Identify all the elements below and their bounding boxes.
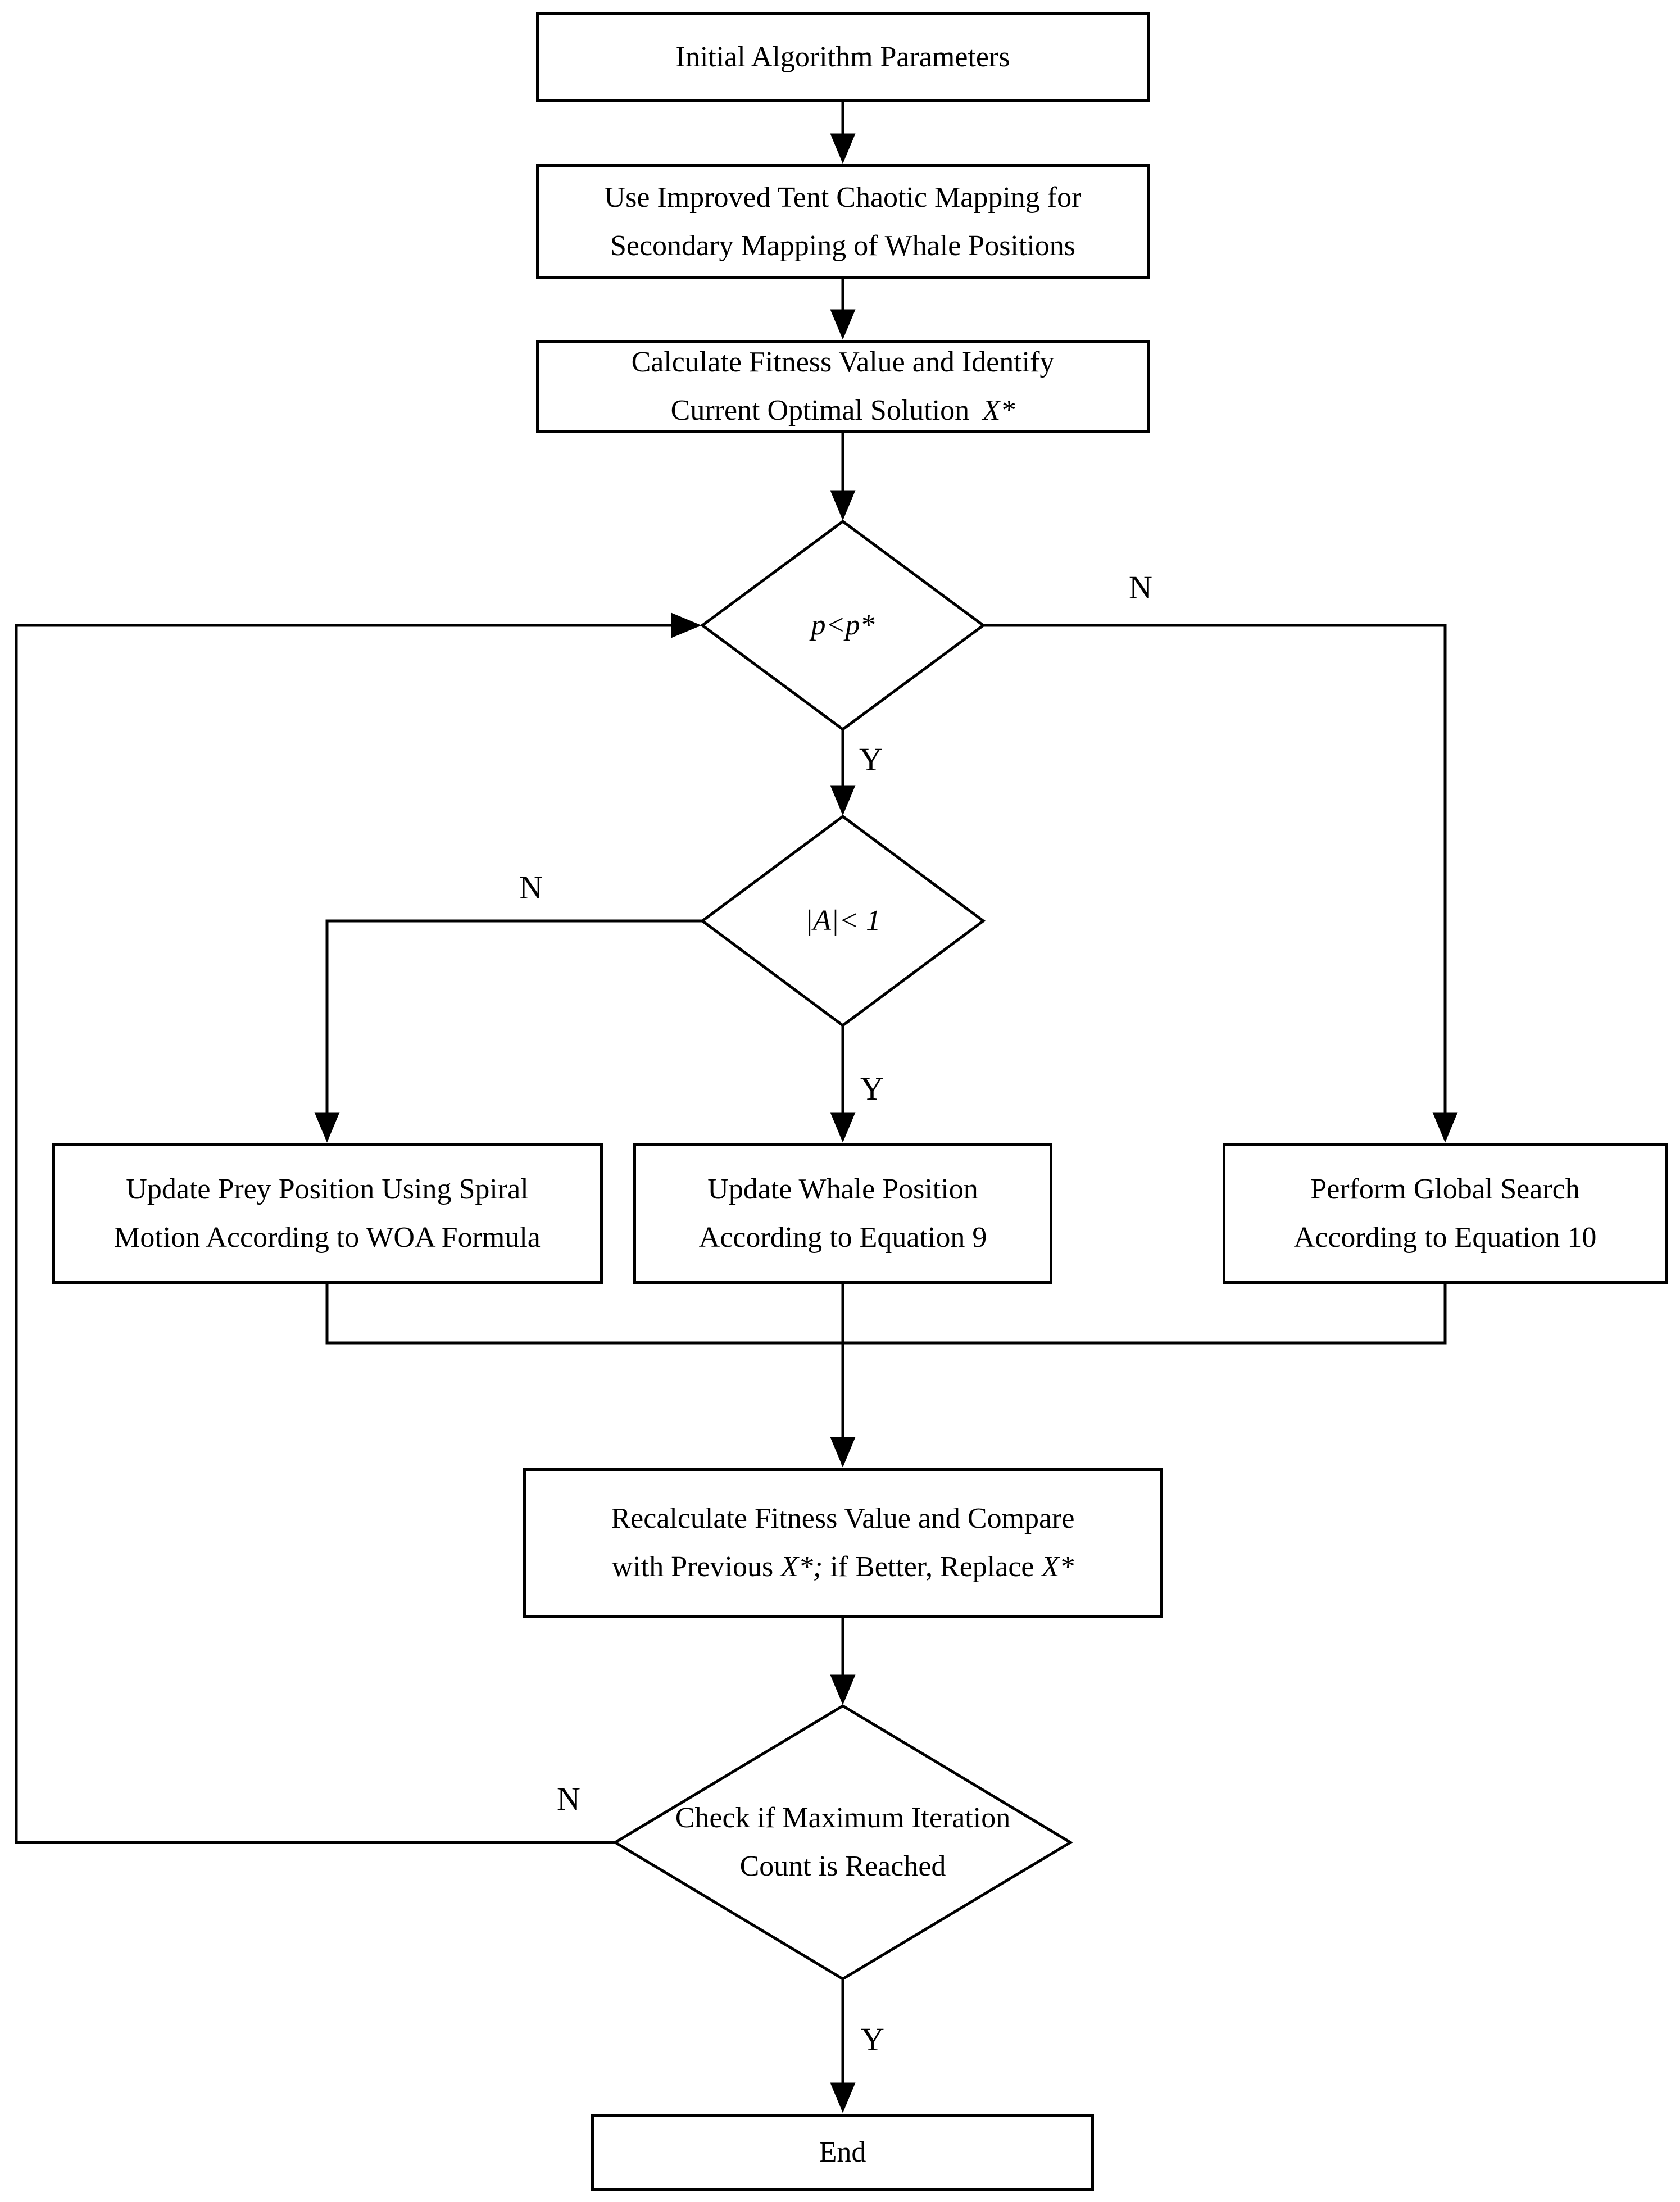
node-calc-fitness: Calculate Fitness Value and Identify Cur… [536, 340, 1150, 433]
node-end: End [591, 2114, 1094, 2191]
label-a-no: N [519, 869, 543, 906]
node-tent-mapping: Use Improved Tent Chaotic Mapping for Se… [536, 164, 1150, 279]
decision-a-diamond [700, 814, 986, 1028]
node-spiral-update-line1: Update Prey Position Using Spiral [126, 1173, 529, 1206]
edge-decision-p-no [983, 624, 1458, 1143]
edge-decision-a-no [314, 919, 702, 1143]
node-whale-update-line1: Update Whale Position [707, 1173, 978, 1206]
node-tent-mapping-line1: Use Improved Tent Chaotic Mapping for [604, 181, 1082, 214]
label-iter-yes: Y [861, 2021, 884, 2058]
decision-p-diamond [700, 519, 986, 732]
node-whale-update-line2: According to Equation 9 [698, 1222, 987, 1254]
label-a-yes: Y [860, 1070, 884, 1107]
label-p-yes: Y [859, 741, 883, 778]
node-recalc-line2-a: with Previous [611, 1551, 781, 1583]
decision-iter-line2: Count is Reached [739, 1850, 946, 1882]
edge-merge-bus [325, 1284, 1447, 1345]
node-recalc-xstar-2: X* [1041, 1551, 1074, 1583]
node-recalc-xstar-1: X*; [780, 1551, 823, 1583]
decision-iter-diamond [612, 1704, 1073, 1981]
decision-a-label: |A|< 1 [805, 905, 881, 937]
label-iter-no: N [557, 1781, 580, 1817]
node-spiral-update: Update Prey Position Using Spiral Motion… [52, 1143, 603, 1284]
node-whale-update: Update Whale Position According to Equat… [633, 1143, 1052, 1284]
node-calc-fitness-line2: Current Optimal Solution X* [671, 387, 1015, 435]
edge-decision-iter-no-loop [15, 612, 702, 1844]
decision-p-label: p<p* [811, 609, 875, 642]
decision-iter-label: Check if Maximum Iteration Count is Reac… [675, 1794, 1010, 1891]
decision-iter-line1: Check if Maximum Iteration [675, 1802, 1011, 1835]
node-recalc: Recalculate Fitness Value and Compare wi… [523, 1468, 1163, 1618]
node-start-label: Initial Algorithm Parameters [675, 41, 1010, 74]
node-spiral-update-line2: Motion According to WOA Formula [114, 1222, 541, 1254]
node-global-search-line1: Perform Global Search [1310, 1173, 1580, 1206]
node-global-search-line2: According to Equation 10 [1293, 1222, 1597, 1254]
node-calc-fitness-line1: Calculate Fitness Value and Identify [631, 346, 1055, 378]
node-calc-fitness-xstar: X* [982, 394, 1015, 426]
node-recalc-line2-c: if Better, Replace [823, 1551, 1042, 1583]
node-calc-fitness-line2-text: Current Optimal Solution [670, 394, 970, 426]
node-start: Initial Algorithm Parameters [536, 12, 1150, 102]
node-recalc-line2: with Previous X*; if Better, Replace X* [612, 1543, 1074, 1591]
label-p-no: N [1129, 569, 1152, 606]
node-tent-mapping-line2: Secondary Mapping of Whale Positions [610, 229, 1076, 262]
node-end-label: End [819, 2136, 866, 2168]
node-global-search: Perform Global Search According to Equat… [1223, 1143, 1668, 1284]
node-recalc-line1: Recalculate Fitness Value and Compare [611, 1502, 1075, 1535]
